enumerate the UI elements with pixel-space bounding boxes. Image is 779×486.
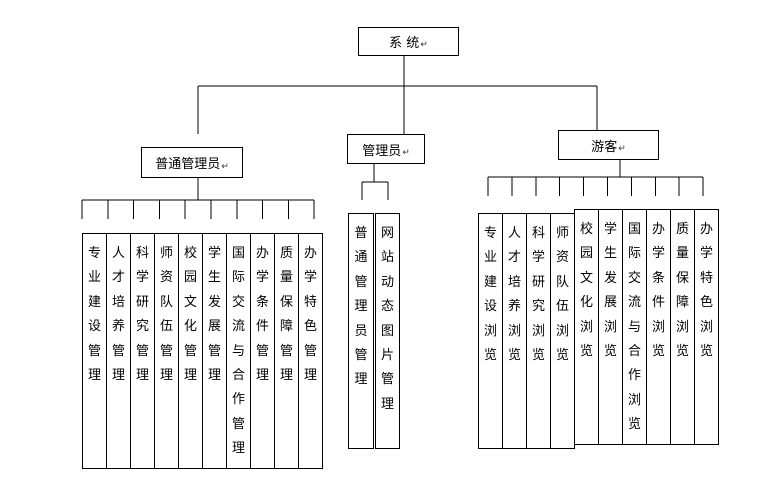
leaf-label: 校园文化浏览 [579, 222, 593, 360]
leaf-node: 科学研究管理 [130, 233, 155, 469]
leaf-label: 质量保障浏览 [675, 222, 689, 360]
root-label: 系 统 [389, 36, 420, 51]
leaf-node: 质量保障管理 [274, 233, 299, 469]
leaf-node: 科学研究浏览 [526, 213, 551, 449]
return-mark-icon: ↵ [420, 40, 428, 50]
leaf-node: 办学特色管理 [298, 233, 323, 469]
leaf-node: 专业建设管理 [82, 233, 107, 469]
leaf-label: 普通管理员管理 [354, 226, 368, 388]
group-label-visitor: 游客 [591, 139, 618, 155]
leaf-label: 办学条件浏览 [651, 222, 665, 360]
leaf-label: 办学条件管理 [255, 246, 269, 384]
leaf-node: 办学条件管理 [250, 233, 275, 469]
leaf-label: 办学特色浏览 [699, 222, 713, 360]
group-node-admin: 管理员↵ [347, 134, 425, 164]
leaf-node: 师资队伍管理 [154, 233, 179, 469]
leaf-label: 科学研究浏览 [531, 226, 545, 364]
leaf-label: 办学特色管理 [303, 246, 317, 384]
leaf-label: 网站动态图片管理 [380, 226, 394, 412]
group-label-admin: 管理员 [362, 143, 402, 159]
leaf-label: 专业建设浏览 [483, 226, 497, 364]
leaf-node: 国际交流与合作浏览 [622, 209, 647, 445]
leaf-node: 办学条件浏览 [646, 209, 671, 445]
leaf-node: 校园文化浏览 [574, 209, 599, 445]
leaf-node: 质量保障浏览 [670, 209, 695, 445]
leaf-label: 质量保障管理 [279, 246, 293, 384]
leaf-label: 人才培养浏览 [507, 226, 521, 364]
leaf-label: 师资队伍浏览 [555, 226, 569, 364]
group-node-visitor: 游客↵ [558, 130, 659, 160]
return-mark-icon: ↵ [221, 162, 229, 172]
group-label-normal-admin: 普通管理员 [155, 157, 221, 172]
leaf-label: 学生发展管理 [207, 246, 221, 384]
leaf-node: 师资队伍浏览 [550, 213, 575, 449]
leaf-node: 人才培养管理 [106, 233, 131, 469]
return-mark-icon: ↵ [402, 148, 410, 158]
leaf-node: 网站动态图片管理 [375, 213, 400, 449]
leaf-label: 国际交流与合作浏览 [627, 222, 641, 433]
root-node: 系 统↵ [358, 27, 459, 56]
leaf-label: 师资队伍管理 [159, 246, 173, 384]
leaf-label: 国际交流与合作管理 [231, 246, 245, 457]
leaf-label: 科学研究管理 [135, 246, 149, 384]
leaf-node: 办学特色浏览 [694, 209, 719, 445]
leaf-node: 普通管理员管理 [348, 213, 374, 449]
leaf-node: 学生发展浏览 [598, 209, 623, 445]
leaf-label: 专业建设管理 [87, 246, 101, 384]
leaf-label: 学生发展浏览 [603, 222, 617, 360]
group-node-normal-admin: 普通管理员↵ [141, 147, 243, 178]
leaf-node: 专业建设浏览 [478, 213, 503, 449]
leaf-node: 校园文化管理 [178, 233, 203, 469]
leaf-node: 人才培养浏览 [502, 213, 527, 449]
leaf-node: 国际交流与合作管理 [226, 233, 251, 469]
return-mark-icon: ↵ [618, 144, 626, 154]
leaf-label: 人才培养管理 [111, 246, 125, 384]
leaf-node: 学生发展管理 [202, 233, 227, 469]
leaf-label: 校园文化管理 [183, 246, 197, 384]
